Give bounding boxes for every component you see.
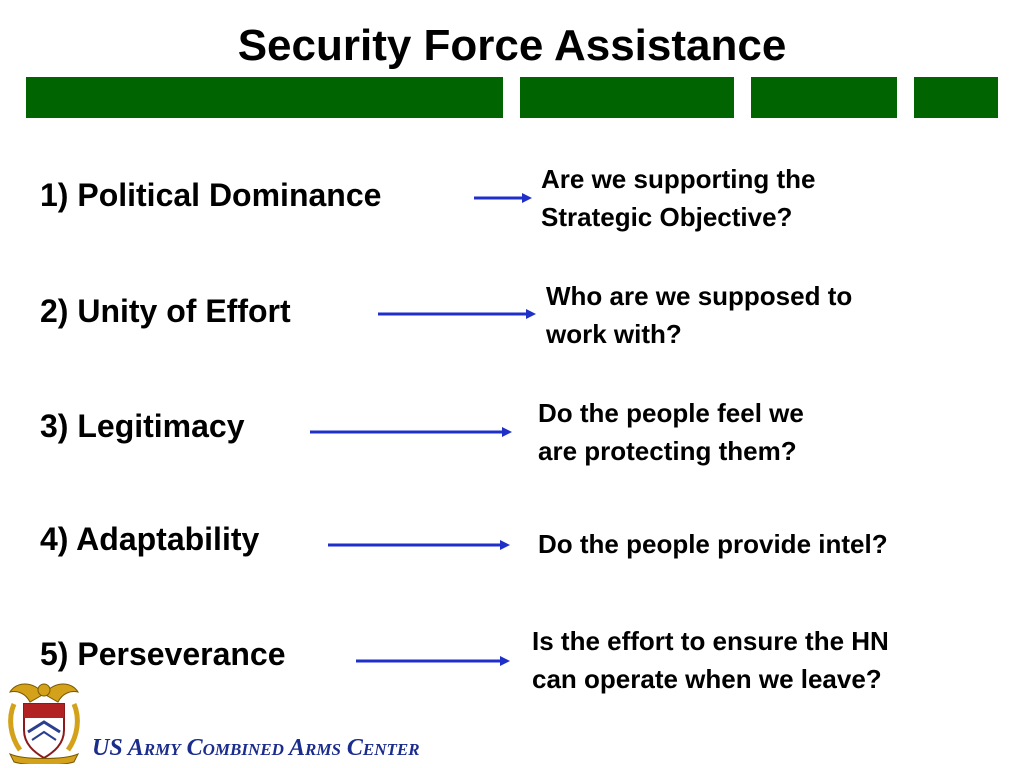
question-line: Are we supporting the [541, 164, 816, 194]
question-people-protected: Do the people feel we are protecting the… [538, 394, 804, 470]
arrow-icon [328, 540, 510, 550]
question-line: Who are we supposed to [546, 281, 853, 311]
army-crest-icon [8, 683, 80, 764]
question-line: Do the people provide intel? [538, 529, 888, 559]
question-line: work with? [546, 319, 682, 349]
footer-org-name: US Army Combined Arms Center [92, 735, 420, 761]
question-line: are protecting them? [538, 436, 797, 466]
question-line: Do the people feel we [538, 398, 804, 428]
question-people-provide-intel: Do the people provide intel? [538, 525, 888, 563]
arrow-icon [356, 656, 510, 666]
arrow-icon [378, 309, 536, 319]
question-line: can operate when we leave? [532, 664, 882, 694]
question-line: Is the effort to ensure the HN [532, 626, 889, 656]
title-bar-segment-4 [914, 77, 998, 118]
title-bar-segment-2 [520, 77, 734, 118]
slide-title: Security Force Assistance [237, 21, 787, 70]
arrow-icon [474, 193, 532, 203]
principle-legitimacy: 3) Legitimacy [40, 408, 245, 444]
principle-adaptability: 4) Adaptability [40, 521, 260, 557]
question-hn-operate-alone: Is the effort to ensure the HN can opera… [532, 622, 889, 698]
principle-perseverance: 5) Perseverance [40, 636, 286, 672]
arrow-icon [310, 427, 512, 437]
question-strategic-objective: Are we supporting the Strategic Objectiv… [541, 160, 815, 236]
question-who-to-work-with: Who are we supposed to work with? [546, 277, 852, 353]
title-bar-segment-1 [26, 77, 503, 118]
principle-unity-of-effort: 2) Unity of Effort [40, 293, 291, 329]
principle-political-dominance: 1) Political Dominance [40, 177, 382, 213]
question-line: Strategic Objective? [541, 202, 793, 232]
title-bar-segment-3 [751, 77, 897, 118]
